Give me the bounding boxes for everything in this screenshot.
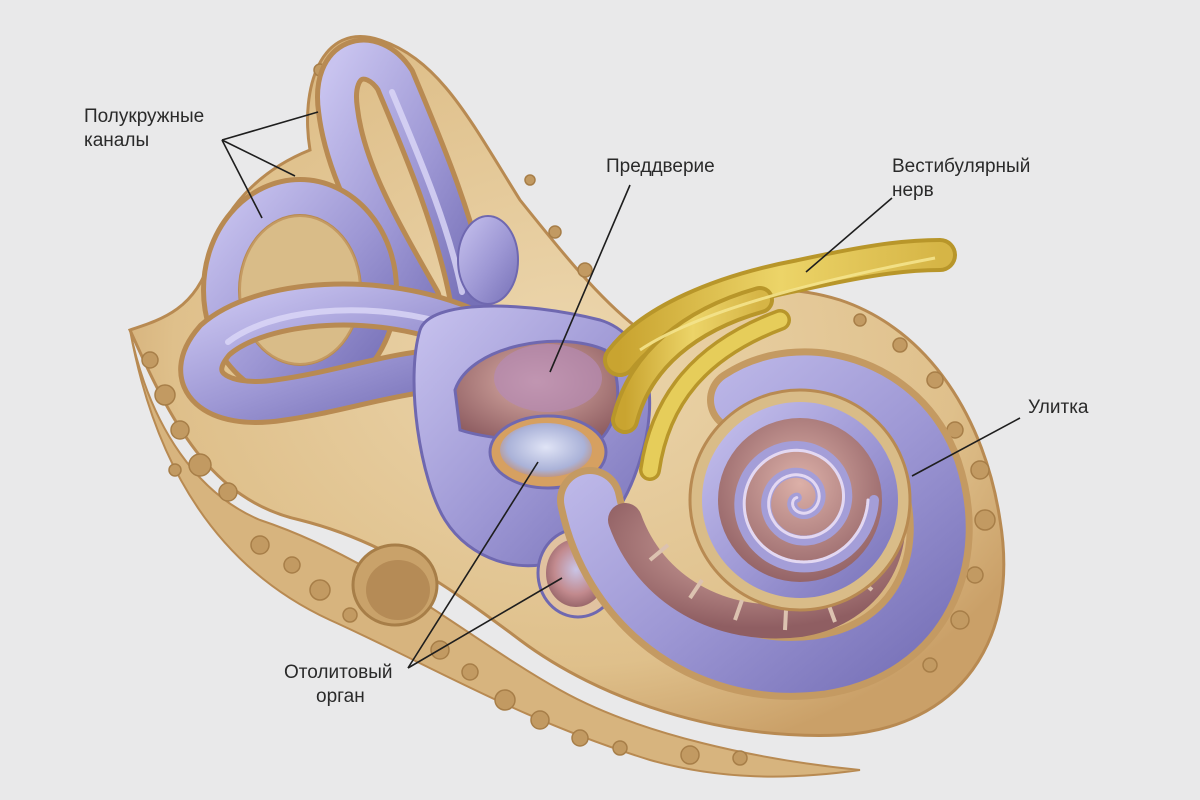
chamber-wall: [688, 578, 704, 600]
chamber-wall: [733, 599, 744, 621]
bone-pore: [970, 460, 990, 480]
bone-pore: [966, 566, 984, 584]
chamber-wall: [783, 609, 788, 631]
bone-pore: [950, 610, 970, 630]
bone-pore: [974, 509, 996, 531]
leader-canals-upper: [221, 111, 319, 141]
bone-pore: [250, 535, 270, 555]
bone-pore: [530, 710, 550, 730]
bone-pore: [524, 174, 536, 186]
label-vestibular-nerve: Вестибулярный нерв: [892, 156, 1036, 201]
bone-pore: [853, 313, 867, 327]
bone-pore: [141, 351, 159, 369]
label-vestibule: Преддверие: [606, 156, 715, 177]
label-semicircular-canals: Полукружные каналы: [84, 106, 209, 151]
leader-lines: [221, 111, 1021, 669]
chamber-wall: [648, 543, 670, 562]
leader-canals-lower: [221, 139, 263, 219]
bone-pore: [218, 482, 238, 502]
bone-pore: [548, 225, 562, 239]
bone-pore: [494, 689, 516, 711]
label-cochlea: Улитка: [1028, 397, 1089, 418]
bone-pore: [170, 420, 190, 440]
bone-pore: [309, 579, 331, 601]
bone-pore: [283, 556, 301, 574]
leader-vestibule: [549, 184, 631, 373]
vestibular-nerve: [603, 238, 957, 481]
leader-nerve: [805, 197, 893, 273]
leader-canals-mid: [221, 139, 296, 177]
bone-pore: [732, 750, 748, 766]
bone-pore: [612, 740, 628, 756]
bone-pore: [154, 384, 176, 406]
bone-pore: [922, 657, 938, 673]
bone-pore: [577, 262, 593, 278]
bone-pore: [461, 663, 479, 681]
cochlea: [557, 348, 973, 700]
semicircular-canals: [178, 37, 519, 425]
leader-cochlea: [911, 417, 1021, 477]
label-otolith-organ: Отолитовый орган: [284, 662, 398, 707]
bone-pore: [680, 745, 700, 765]
leader-otolith-1: [407, 461, 539, 669]
bone-pore: [571, 729, 589, 747]
leader-otolith-2: [407, 577, 563, 669]
bone-pore: [892, 337, 908, 353]
bone-pore: [188, 453, 212, 477]
round-window: [351, 543, 439, 627]
bone-pore: [168, 463, 182, 477]
bone-pore: [342, 607, 358, 623]
bone-pore: [926, 371, 944, 389]
